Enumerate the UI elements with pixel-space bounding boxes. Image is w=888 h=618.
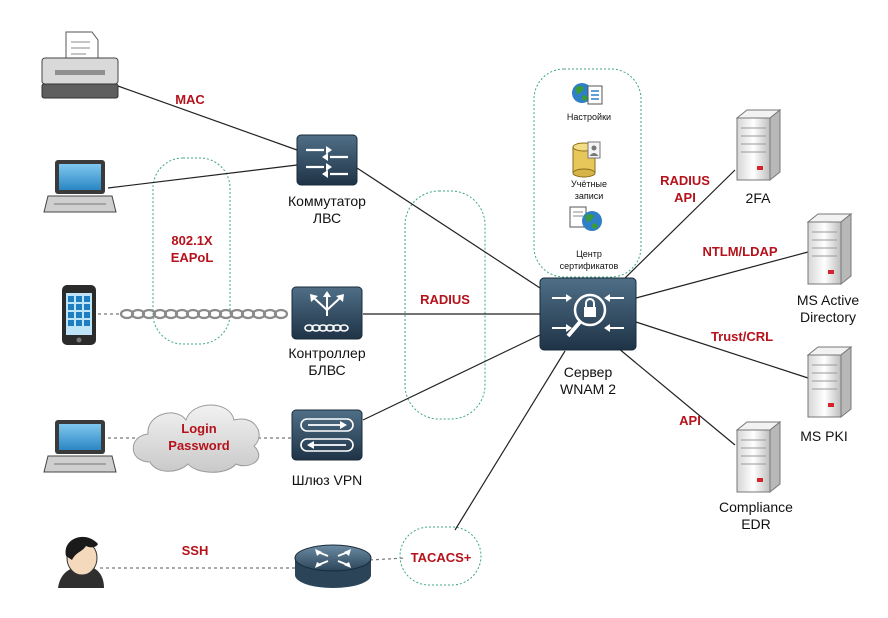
certificate-authority-icon — [569, 206, 602, 231]
accounts-label-line2: записи — [574, 191, 604, 201]
user-accounts-icon — [572, 141, 601, 178]
connection-lines — [107, 85, 809, 531]
server-label-line2: WNAM 2 — [560, 381, 616, 397]
switch-label-line2: ЛВС — [312, 210, 342, 226]
ca-label-line1: Центр — [576, 249, 602, 259]
ssh-label: SSH — [181, 543, 209, 558]
link-server-msad — [635, 251, 809, 299]
server-msad-icon — [806, 212, 853, 286]
dot1x-label: 802.1X EAPoL — [152, 232, 232, 266]
server-edr-icon — [735, 420, 782, 494]
accounts-label-line1: Учётные — [571, 179, 607, 189]
laptop-icon — [43, 160, 117, 213]
trust-crl-label: Trust/CRL — [710, 329, 774, 344]
accounts-label: Учётные записи — [554, 178, 624, 202]
laptop-icon — [43, 420, 117, 473]
wlc-label: Контроллер БЛВС — [274, 345, 380, 379]
wlc-label-line1: Контроллер — [288, 345, 366, 361]
link-printer-switch — [117, 85, 298, 151]
link-tacacs-server — [454, 350, 566, 531]
link-server-2fa — [622, 169, 736, 281]
ca-label-line2: сертификатов — [559, 261, 619, 271]
wireless-controller-icon — [291, 286, 363, 340]
radius-api-label: RADIUS API — [650, 172, 720, 206]
twofa-label: 2FA — [745, 190, 771, 206]
server-label-line1: Сервер — [563, 364, 613, 380]
server-mspki-icon — [806, 345, 853, 419]
tacacs-label: TACACS+ — [410, 550, 472, 565]
mac-label: MAC — [175, 92, 205, 107]
settings-icon — [572, 83, 603, 105]
dot1x-label-line1: 802.1X — [171, 233, 213, 248]
api-label: API — [679, 413, 701, 428]
wireless-chain — [119, 308, 289, 320]
wlc-label-line2: БЛВС — [308, 362, 346, 378]
radius-api-label-line2: API — [674, 190, 696, 205]
edr-label-line1: Compliance — [719, 499, 793, 515]
vpn-gateway-icon — [291, 409, 363, 461]
zone-8021x — [152, 157, 231, 345]
zone-tacacs — [399, 526, 482, 586]
login-password-label: Login Password — [154, 420, 244, 454]
server-label: Сервер WNAM 2 — [540, 364, 636, 398]
lan-switch-icon — [296, 134, 358, 186]
vpn-label: Шлюз VPN — [291, 472, 363, 488]
edr-label-line2: EDR — [741, 516, 771, 532]
settings-label: Настройки — [566, 112, 612, 122]
switch-label: Коммутатор ЛВС — [274, 193, 380, 227]
zone-radius — [404, 190, 486, 420]
user-icon — [58, 536, 104, 588]
ca-label: Центр сертификатов — [544, 248, 634, 272]
link-server-mspki — [635, 321, 809, 379]
mspki-label: MS PKI — [800, 428, 848, 444]
printer-icon — [41, 31, 119, 99]
login-label: Login — [181, 421, 217, 436]
link-vpn-server — [362, 334, 541, 421]
server-2fa-icon — [735, 108, 782, 182]
link-switch-server — [356, 167, 541, 289]
radius-api-label-line1: RADIUS — [660, 173, 710, 188]
edr-label: Compliance EDR — [706, 499, 806, 533]
dot1x-label-line2: EAPoL — [170, 250, 214, 265]
msad-label: MS Active Directory — [780, 292, 876, 326]
link-server-edr — [617, 347, 736, 446]
zone-server-components — [533, 68, 642, 278]
msad-label-line1: MS Active — [796, 292, 860, 308]
link-laptop-switch — [107, 164, 298, 189]
switch-label-line1: Коммутатор — [288, 193, 366, 209]
radius-label: RADIUS — [420, 292, 470, 307]
msad-label-line2: Directory — [799, 309, 856, 325]
wnam-server-icon — [539, 277, 637, 351]
ntlm-ldap-label: NTLM/LDAP — [702, 244, 778, 259]
smartphone-icon — [62, 285, 96, 345]
password-label: Password — [168, 438, 230, 453]
router-icon — [294, 544, 372, 588]
internet-cloud-icon — [132, 404, 260, 473]
